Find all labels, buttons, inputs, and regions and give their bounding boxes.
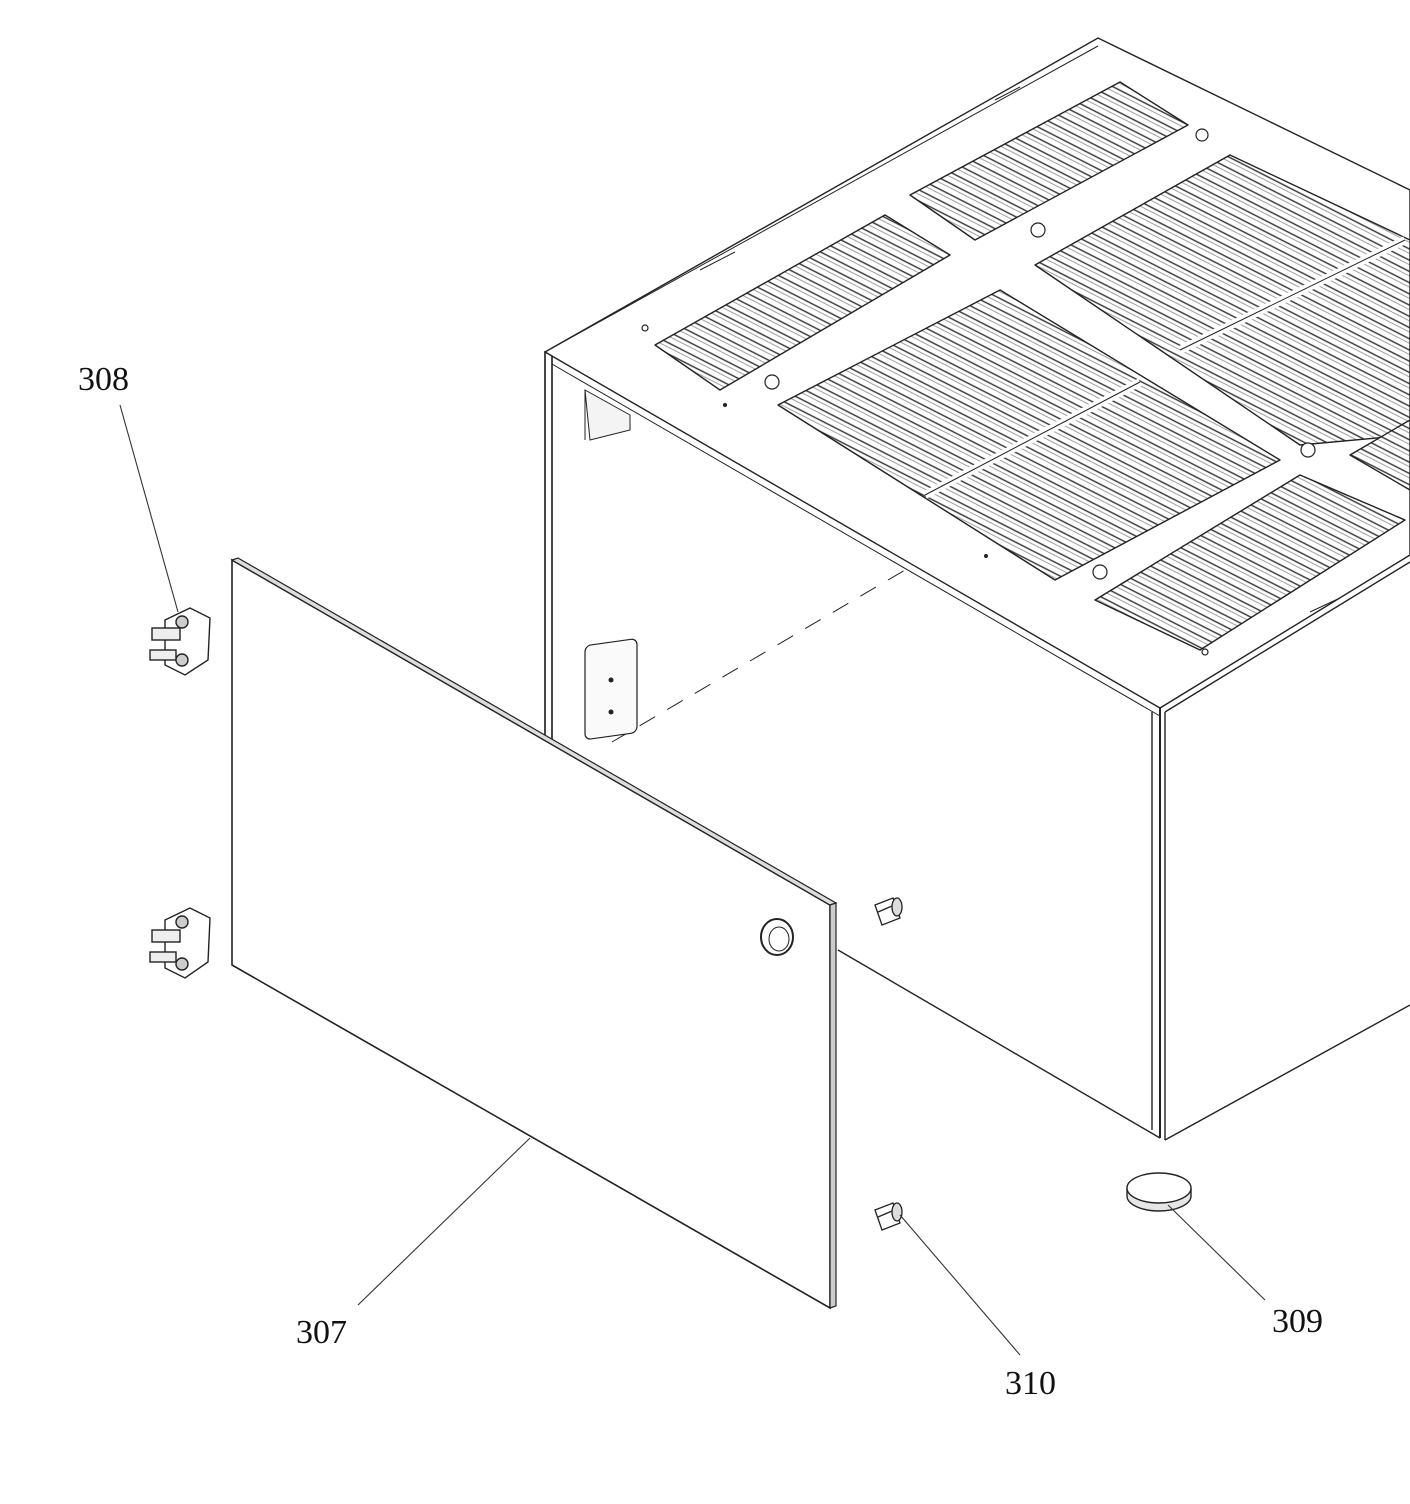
foot-pad (1126, 1172, 1192, 1212)
grille-3 (777, 289, 1281, 581)
door-panel (230, 557, 838, 1310)
leader-line-309 (1167, 1204, 1266, 1301)
hinge-mounting-plate-lower (149, 907, 211, 979)
leader-lines (119, 404, 1266, 1356)
door-knob-hole (760, 918, 794, 956)
door-stud-upper (874, 897, 903, 926)
grille-1 (654, 214, 951, 391)
door-stud-lower (874, 1202, 903, 1231)
ref-label-308: 308 (78, 361, 129, 398)
ref-label-309: 309 (1272, 1303, 1323, 1340)
door-panel-face (231, 558, 831, 1310)
ref-label-310: 310 (1005, 1365, 1056, 1402)
grille-6 (1349, 419, 1410, 491)
cabinet-left-side (544, 350, 553, 747)
grille-2 (909, 81, 1189, 241)
ventilation-grilles (641, 81, 1410, 656)
cabinet-hinge-plate (584, 638, 638, 740)
grille-5 (1094, 474, 1406, 651)
leader-line-310 (899, 1214, 1021, 1356)
ref-label-307: 307 (296, 1314, 347, 1351)
door-panel-side (829, 902, 837, 1309)
leader-line-308 (119, 404, 179, 613)
grille-4 (1034, 154, 1410, 446)
leader-line-307 (357, 1137, 531, 1306)
hinge-mounting-plate-upper (149, 607, 211, 676)
